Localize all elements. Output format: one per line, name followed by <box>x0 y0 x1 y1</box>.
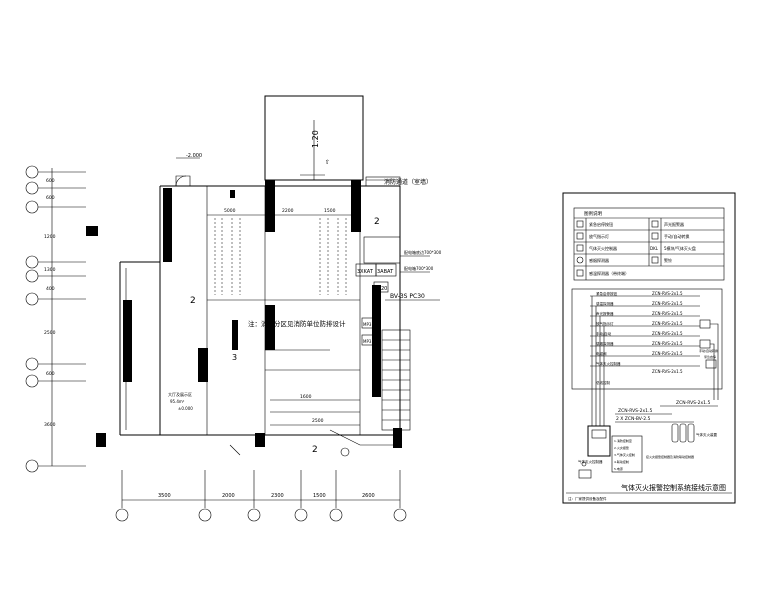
bottom-dim-1: 3500 <box>158 493 171 499</box>
floor-plan: 1.20 ⇧ -2.000 消防通道（室墙） <box>25 95 442 522</box>
left-dim-2: 600 <box>46 195 55 201</box>
left-dim-3: 1200 <box>44 234 56 240</box>
top-dimension: 1.20 <box>311 130 320 148</box>
left-dim-1: 600 <box>46 178 55 184</box>
controller-box <box>587 425 611 457</box>
legend-item-3: 放气指示灯 <box>589 233 609 239</box>
svg-text:紧急启停: 紧急启停 <box>704 354 716 359</box>
inner-dim-3: 1500 <box>324 208 336 214</box>
svg-text:1.消防控制室: 1.消防控制室 <box>614 438 632 443</box>
svg-text:ZCN-RVS-2x1.5: ZCN-RVS-2x1.5 <box>652 351 683 356</box>
left-axis <box>25 165 86 473</box>
inner-dim-2: 2200 <box>282 208 294 214</box>
room-label-2a: 2 <box>190 296 196 306</box>
cylinder-label: 气体灭火装置 <box>696 432 717 437</box>
svg-text:声光报警器: 声光报警器 <box>596 311 614 316</box>
equipment-racks <box>214 218 347 295</box>
panel-frame <box>562 192 736 504</box>
legend-item-5: 气体灭火控制器 <box>589 245 617 251</box>
legend-symbol-1 <box>576 220 584 228</box>
fire-center-note: 接火灾报警控制器及消防联动控制器 <box>646 454 694 459</box>
box-note-1: 配电箱底边700*300 <box>404 249 442 255</box>
left-dim-6: 2500 <box>44 330 56 336</box>
caption: 气体灭火报警控制系统接线示意图 <box>621 483 726 492</box>
left-dim-4: 1300 <box>44 267 56 273</box>
legend-title: 图例说明 <box>584 210 602 217</box>
room-label-2b: 2 <box>374 217 380 227</box>
panel-list <box>611 435 643 473</box>
distribution-box <box>363 236 401 264</box>
svg-text:电磁阀: 电磁阀 <box>596 351 607 356</box>
center-note: 注：消防分区见消防单位防排设计 <box>248 319 346 328</box>
svg-text:紧急启停按钮: 紧急启停按钮 <box>596 291 617 296</box>
svg-text:ZCN-RVS-2x1.5: ZCN-RVS-2x1.5 <box>652 341 683 346</box>
svg-text:感烟探测器: 感烟探测器 <box>596 341 614 346</box>
svg-text:ZCN-RVS-2x1.5: ZCN-RVS-2x1.5 <box>652 369 683 374</box>
svg-text:ZCN-RVS-2x1.5: ZCN-RVS-2x1.5 <box>652 331 683 336</box>
system-panel: 图例说明 紧急启停按钮 声光报警器 放气指示灯 手动/自动转换 气体灭火控制器 … <box>562 192 736 504</box>
svg-text:⇧: ⇧ <box>325 159 330 166</box>
cable-note: BV-3S PC30 <box>390 293 425 300</box>
cable-low-2: 2 X ZCN-BV-2.5 <box>616 416 651 422</box>
svg-text:ZCN-RVS-2x1.5: ZCN-RVS-2x1.5 <box>652 301 683 306</box>
svg-text:4.联动控制: 4.联动控制 <box>614 459 629 464</box>
bus-note: 总线控制 <box>596 380 610 385</box>
cabinet-label-2: 3ABAT <box>377 269 394 275</box>
cable-right: ZCN-RVS-2x1.5 <box>676 400 710 406</box>
inner-dim-1: 5000 <box>224 208 236 214</box>
legend-item-8: 警铃 <box>664 257 672 263</box>
bottom-dim-2: 2000 <box>222 493 235 499</box>
bottom-dim-3: 2300 <box>271 493 284 499</box>
staircase <box>381 329 411 431</box>
svg-text:手动/自动转换: 手动/自动转换 <box>699 348 718 353</box>
legend-item-9: 感温探测器（带终端） <box>589 270 629 276</box>
room-big-level: ±0.000 <box>178 406 193 411</box>
legend-table <box>573 207 725 281</box>
legend-item-6: 5模块/气体灭火盘 <box>664 245 696 251</box>
svg-text:气体灭火控制器: 气体灭火控制器 <box>596 361 621 366</box>
svg-text:感温探测器: 感温探测器 <box>596 301 614 306</box>
controller-label: 气体灭火控制器 <box>578 459 603 464</box>
svg-text:3.气体灭火控制: 3.气体灭火控制 <box>614 452 635 457</box>
gas-cylinders <box>671 421 695 443</box>
svg-text:2.火灾报警: 2.火灾报警 <box>614 445 629 450</box>
legend-item-7: 感烟探测器 <box>589 257 609 263</box>
legend-item-1: 紧急启停按钮 <box>589 221 613 227</box>
svg-text:放气指示灯: 放气指示灯 <box>596 321 614 326</box>
bottom-dim-4: 1500 <box>313 493 326 499</box>
left-dim-7: 600 <box>46 371 55 377</box>
cable-low-1: ZCN-RVS-2x1.5 <box>618 408 652 414</box>
svg-text:5.电源: 5.电源 <box>614 466 623 471</box>
left-dim-8: 3600 <box>44 422 56 428</box>
mini-label-1: MP3 <box>363 322 372 327</box>
room-label-3: 3 <box>232 353 237 362</box>
legend-symbol-dkl: DKL <box>650 246 659 251</box>
svg-text:ZCN-RVS-2x1.5: ZCN-RVS-2x1.5 <box>652 291 683 296</box>
footnote: 注：厂家提供设备及配件 <box>568 496 607 501</box>
bottom-dim-5: 2600 <box>362 493 375 499</box>
room-big-area: 95.4m² <box>170 399 185 404</box>
elevation-mark: -2.000 <box>186 153 202 159</box>
mini-label-2: MP3 <box>363 339 372 344</box>
svg-text:ZCN-RVS-2x1.5: ZCN-RVS-2x1.5 <box>652 321 683 326</box>
wiring-rows <box>590 295 700 367</box>
cabinet-label-3: 1L20 <box>375 286 387 292</box>
road-note: 消防通道（室墙） <box>384 178 432 186</box>
box-note-2: 配电箱700*300 <box>404 265 434 271</box>
legend-symbol-2 <box>651 220 659 228</box>
legend-item-4: 手动/自动转换 <box>664 233 689 239</box>
cabinet-label-1: 3XKAT <box>357 269 374 275</box>
wiring-frame <box>571 288 723 390</box>
inner-dim-5: 2500 <box>312 418 324 424</box>
outer-wall <box>159 186 401 436</box>
room-label-2c: 2 <box>312 445 318 455</box>
bottom-axis <box>115 470 407 522</box>
legend-item-2: 声光报警器 <box>664 221 684 227</box>
room-big-name: 大厅及展示区 <box>168 391 192 397</box>
svg-text:ZCN-RVS-2x1.5: ZCN-RVS-2x1.5 <box>652 311 683 316</box>
left-dim-5: 400 <box>46 286 55 292</box>
inner-dim-4: 1600 <box>300 394 312 400</box>
